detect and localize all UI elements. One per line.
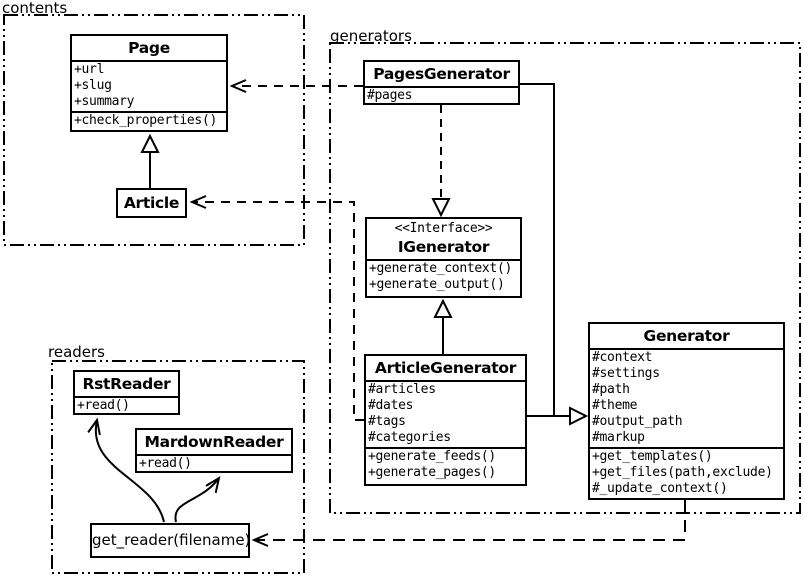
class-igenerator-methods: +generate_context() +generate_output()	[367, 259, 520, 294]
class-article-title: Article	[123, 194, 180, 212]
get-reader-label: get_reader(filename)	[92, 531, 250, 549]
class-generator-methods: +get_templates() +get_files(path,exclude…	[590, 447, 783, 498]
class-generator-title: Generator	[643, 327, 730, 345]
package-contents-border	[3, 14, 305, 246]
class-mardown-reader-title: MardownReader	[144, 433, 284, 451]
class-page-title: Page	[128, 39, 170, 57]
package-label-generators: generators	[330, 27, 412, 45]
inheritance-pagesgenerator-to-generator	[520, 83, 555, 416]
package-label-contents: contents	[2, 0, 68, 17]
class-page-methods: +check_properties()	[72, 111, 226, 130]
class-article: Article	[116, 188, 187, 218]
class-page: Page +url +slug +summary +check_properti…	[70, 34, 228, 132]
class-igenerator-stereotype: <<Interface>>	[394, 221, 493, 236]
class-article-generator-title: ArticleGenerator	[374, 359, 517, 377]
class-igenerator: <<Interface>> IGenerator +generate_conte…	[365, 217, 522, 298]
class-generator-attributes: #context #settings #path #theme #output_…	[590, 348, 783, 447]
class-article-generator-methods: +generate_feeds() +generate_pages()	[366, 447, 525, 482]
class-generator: Generator #context #settings #path #them…	[588, 322, 785, 500]
class-pages-generator: PagesGenerator #pages	[363, 60, 520, 105]
class-mardown-reader-methods: +read()	[137, 454, 291, 471]
dependency-generator-to-getreader	[251, 500, 686, 547]
arrow-getreader-to-mardownreader	[174, 475, 221, 523]
package-generators-border	[329, 42, 801, 514]
class-rst-reader-title: RstReader	[82, 375, 171, 393]
package-readers-border	[51, 360, 305, 574]
class-pages-generator-title: PagesGenerator	[373, 65, 510, 83]
class-rst-reader: RstReader +read()	[73, 370, 180, 415]
get-reader-box: get_reader(filename)	[90, 523, 250, 558]
class-igenerator-title: IGenerator	[397, 238, 490, 256]
class-pages-generator-attributes: #pages	[365, 86, 518, 103]
arrow-getreader-to-rstreader	[87, 417, 165, 523]
class-article-generator-attributes: #articles #dates #tags #categories	[366, 380, 525, 447]
class-page-attributes: +url +slug +summary	[72, 60, 226, 111]
class-rst-reader-methods: +read()	[75, 396, 178, 413]
class-mardown-reader: MardownReader +read()	[135, 428, 293, 473]
package-label-readers: readers	[48, 343, 105, 361]
class-article-generator: ArticleGenerator #articles #dates #tags …	[364, 354, 527, 486]
dependency-articlegenerator-to-article	[189, 195, 364, 421]
